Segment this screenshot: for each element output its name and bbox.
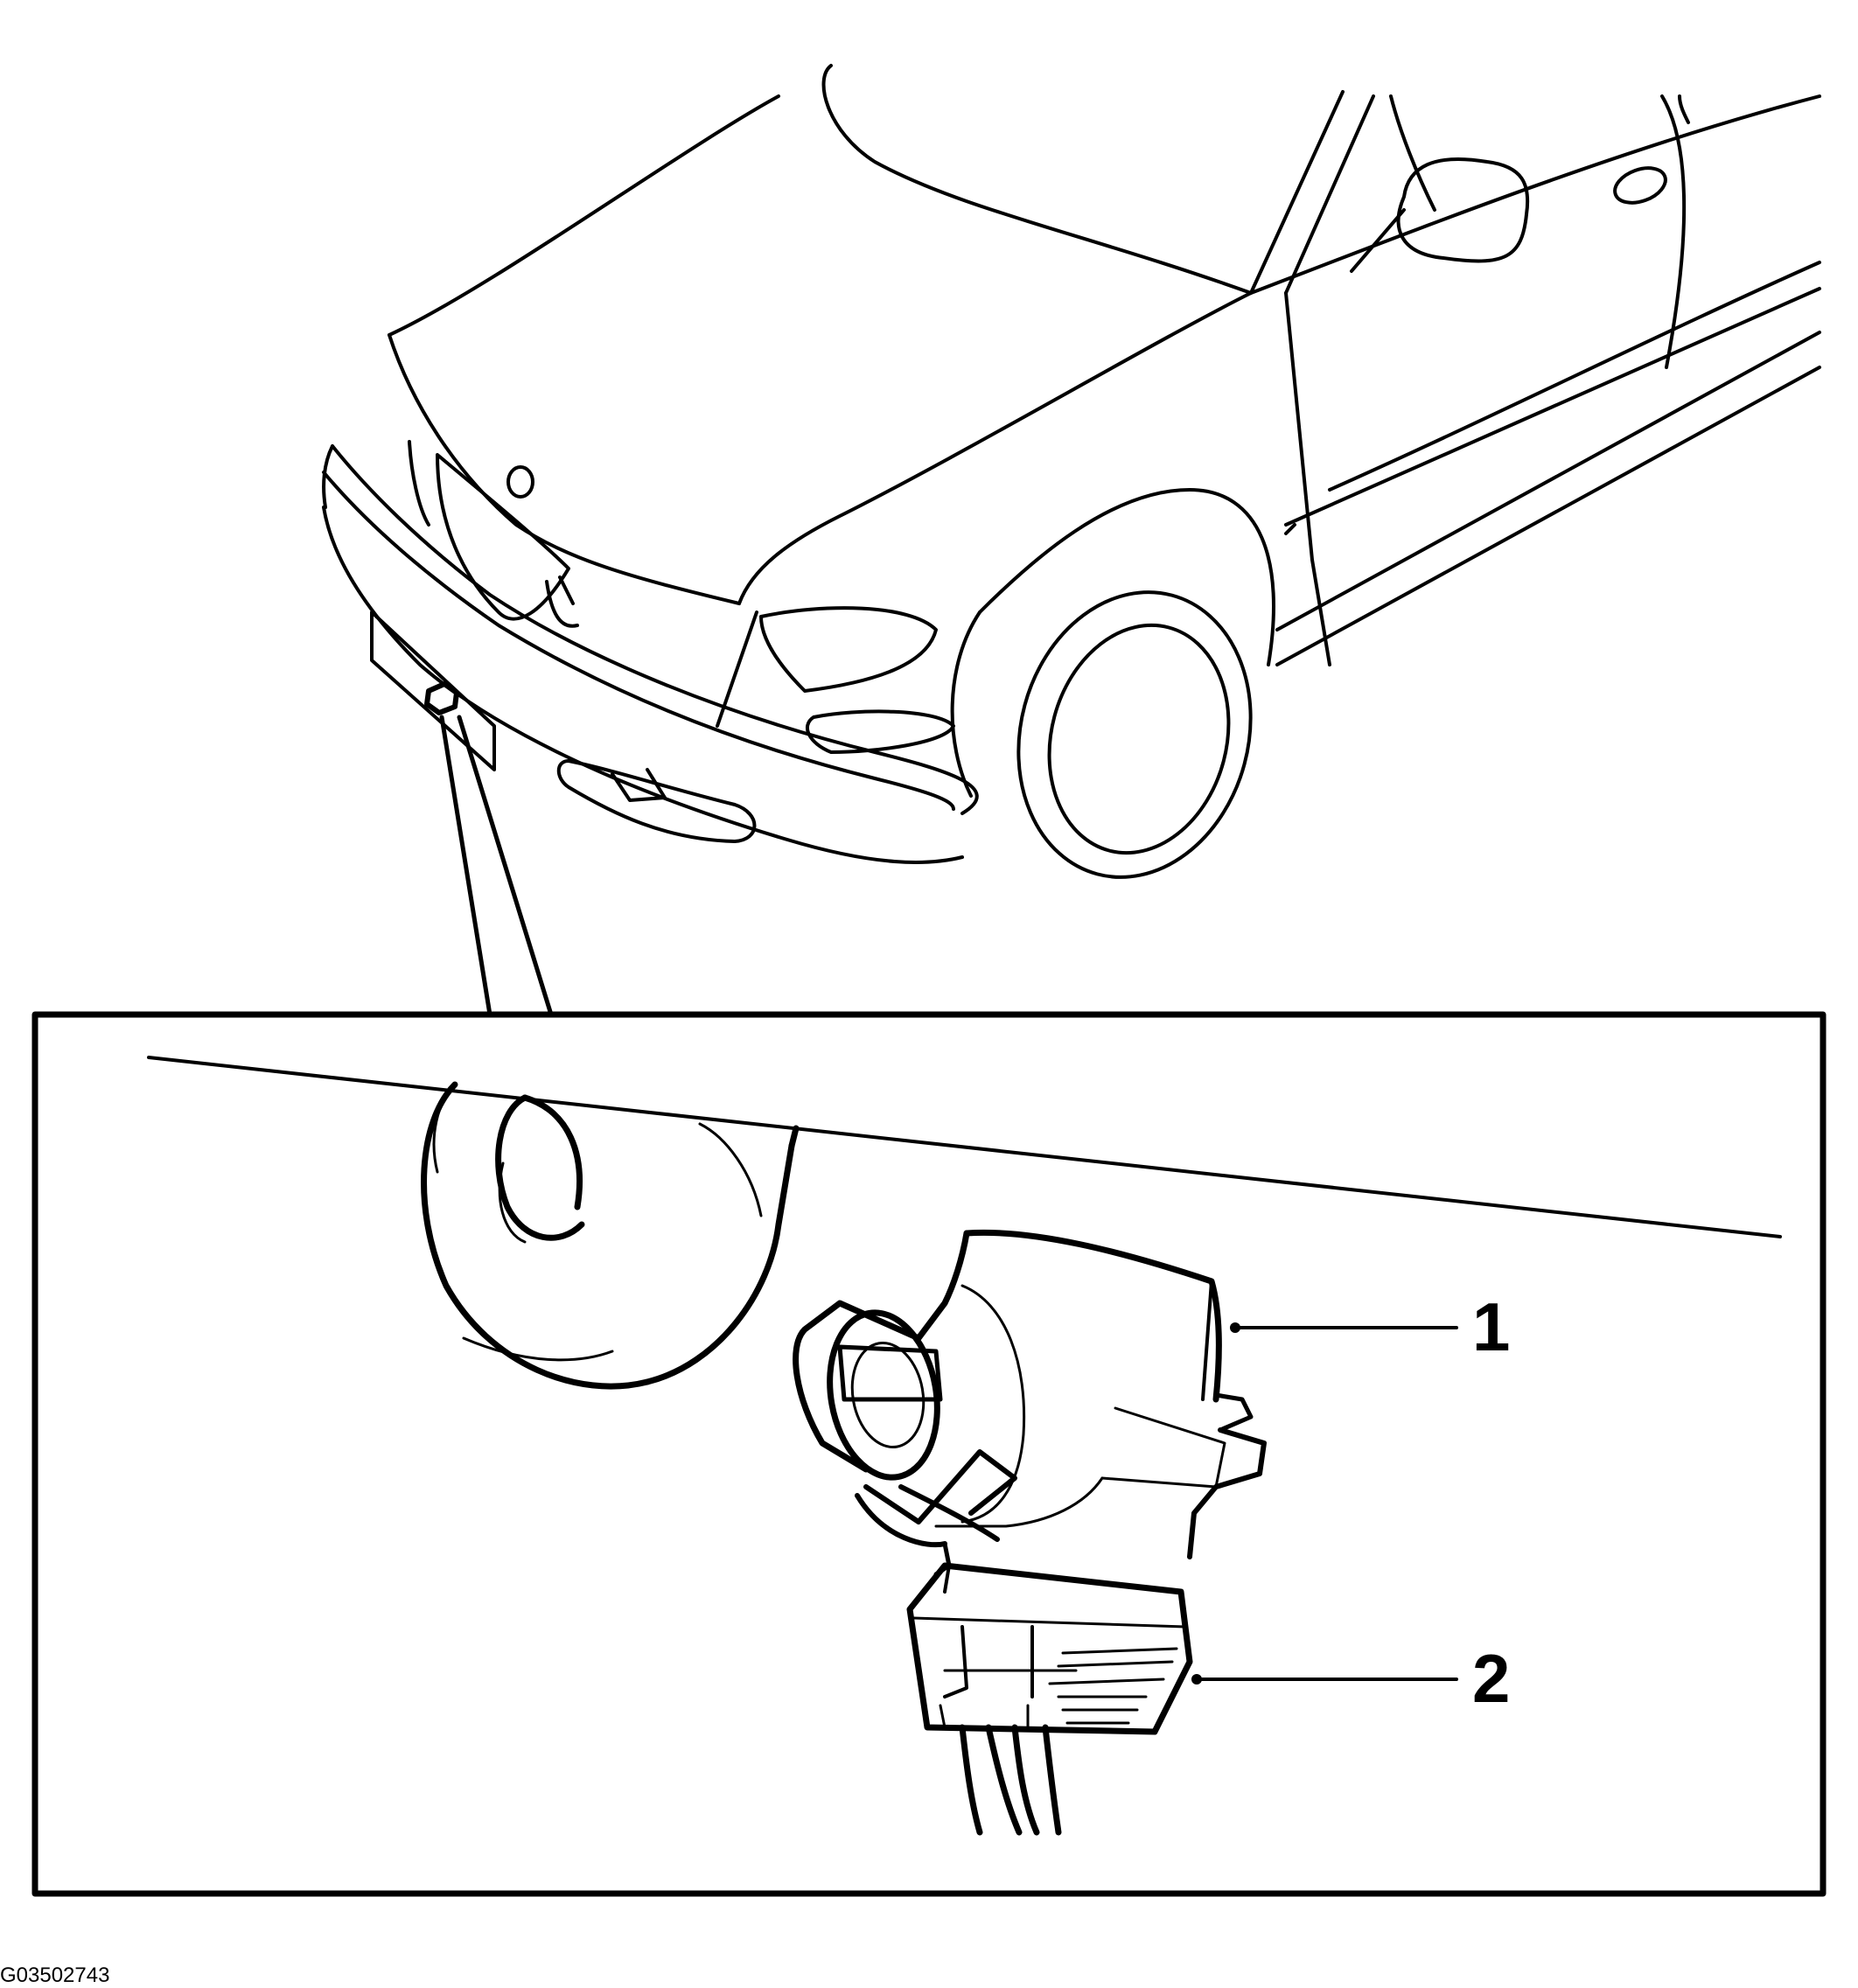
door-mirror [1396,157,1530,263]
sensor-connector [906,1562,1193,1836]
detail-wheel [421,1081,800,1390]
wheel-arch [978,488,1275,666]
figure-id-label: G03502743 [0,1964,110,1987]
fog-light [556,759,757,843]
car-overview-drawing [322,64,1821,879]
connector-wires [959,1724,983,1836]
front-wheel-rim [1047,623,1231,855]
sensor-socket [827,1309,940,1481]
callout-label-1: 1 [1472,1288,1511,1365]
a-pillar [1249,90,1345,295]
hood-emblem [506,465,534,499]
sensor-location-marker [424,681,459,715]
hood-outline [388,94,780,337]
detail-frame [31,1011,1827,1897]
underbody-line [147,1056,1782,1238]
callout-label-2: 2 [1472,1640,1511,1717]
door-handle [1613,166,1667,205]
detail-view [31,1011,1827,1897]
headlight [759,606,938,693]
grille [436,453,570,621]
front-wheel-tire [1016,590,1253,879]
sensor-body [793,1229,1267,1577]
callout-leaders [1191,1322,1458,1685]
front-bumper [331,444,979,815]
detail-leader [439,715,554,1017]
